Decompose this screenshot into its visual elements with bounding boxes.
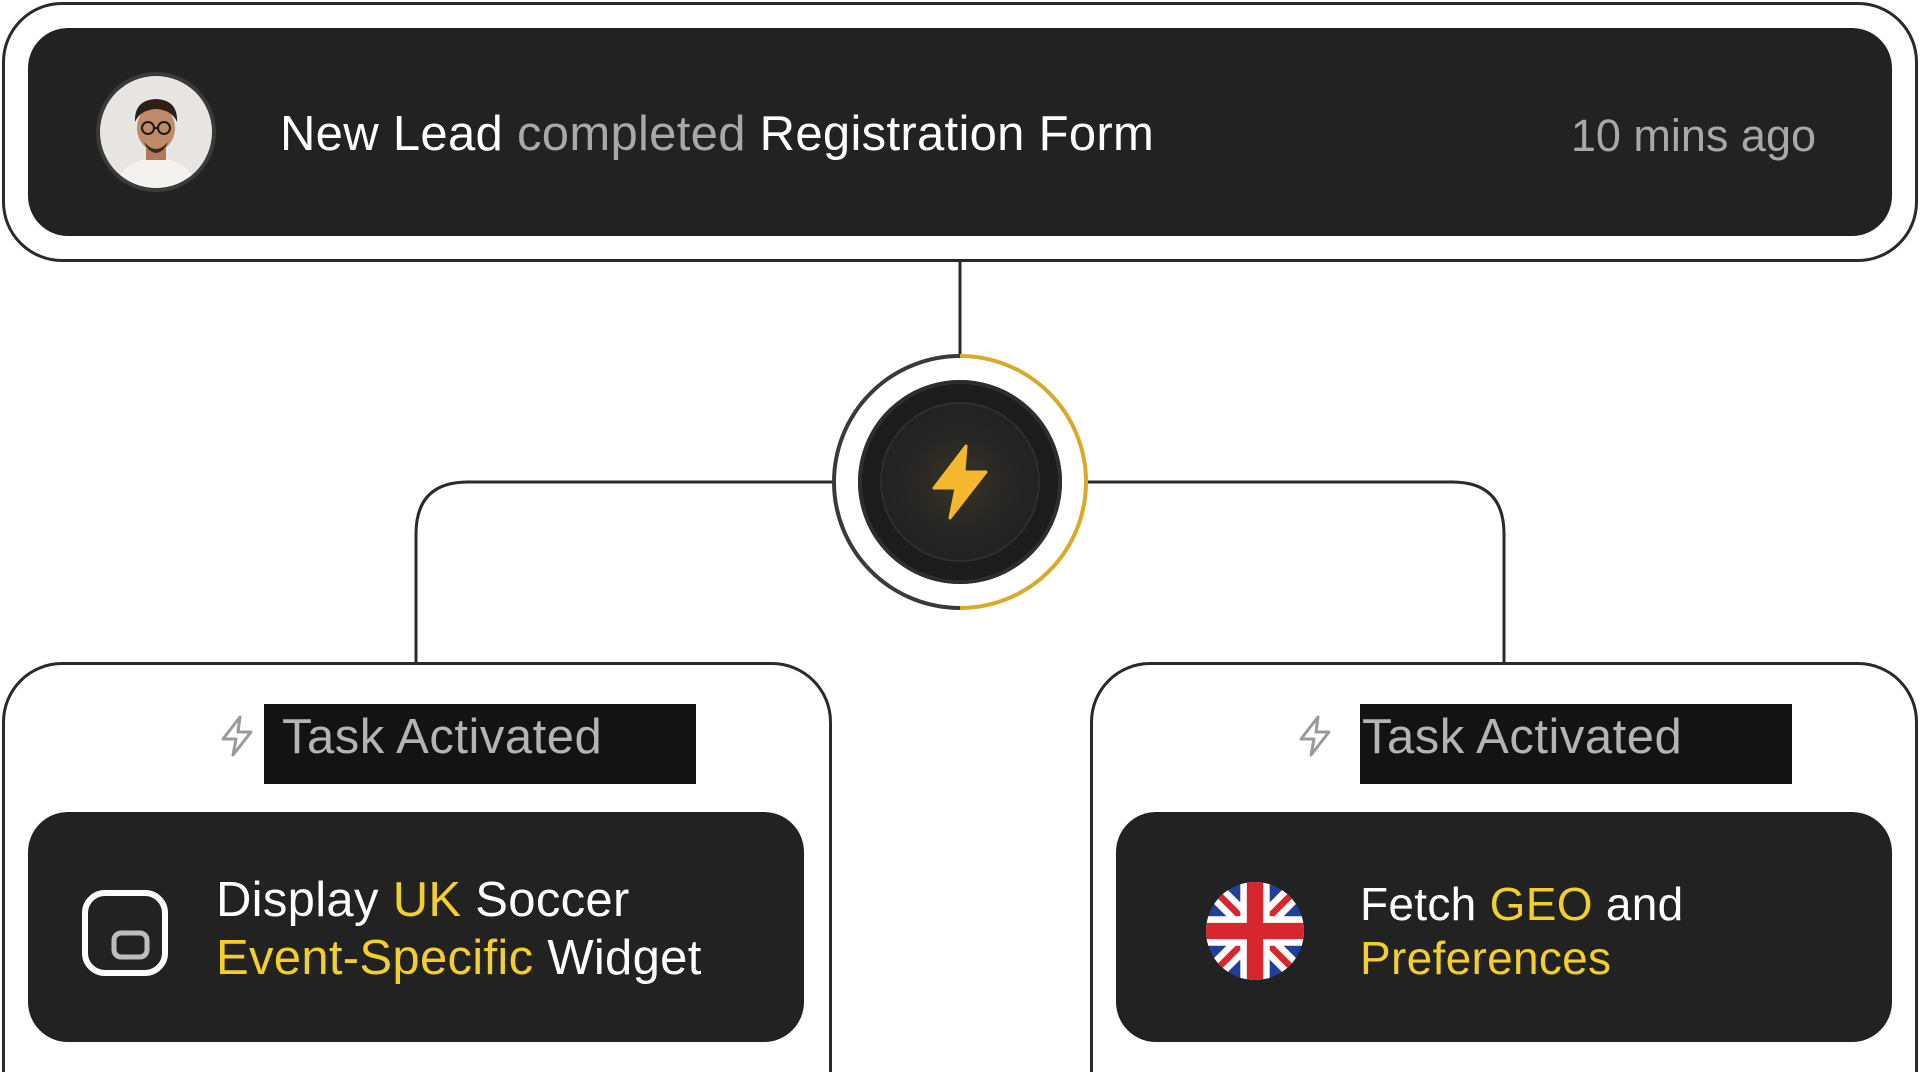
task-title-highlight: GEO — [1489, 878, 1593, 930]
connector-hub-to-left-task — [414, 480, 836, 662]
task-status-label: Task Activated — [282, 710, 603, 764]
task-title-highlight: UK — [392, 873, 462, 927]
trigger-headline: New Lead completed Registration Form — [280, 104, 1154, 164]
hub-inner-circle — [882, 404, 1038, 560]
task-title-highlight: Event-Specific — [216, 931, 534, 985]
trigger-panel[interactable] — [28, 28, 1892, 236]
uk-flag-icon — [1206, 882, 1304, 980]
widget-icon — [82, 890, 168, 976]
trigger-verb: completed — [516, 107, 746, 161]
avatar — [100, 76, 212, 188]
lightning-outline-icon — [221, 715, 253, 757]
lightning-outline-icon — [1299, 715, 1331, 757]
task-title-word: and — [1605, 878, 1684, 930]
task-title-line-1: Fetch GEO and — [1360, 874, 1684, 934]
trigger-timestamp: 10 mins ago — [1570, 110, 1816, 161]
hub-node[interactable] — [858, 380, 1062, 584]
task-title-line-2: Event-Specific Widget — [216, 928, 702, 988]
task-title-word: Display — [216, 873, 379, 927]
task-status-badge — [264, 704, 696, 784]
task-panel-left[interactable] — [28, 812, 804, 1042]
task-status-label: Task Activated — [1362, 710, 1683, 764]
task-title-highlight: Preferences — [1360, 932, 1612, 984]
hub-progress-ring — [832, 354, 1088, 610]
lightning-bolt-icon — [932, 444, 988, 520]
task-title-line-1: Display UK Soccer — [216, 870, 630, 930]
task-title-line-2: Preferences — [1360, 928, 1611, 988]
trigger-object: Registration Form — [759, 107, 1155, 161]
task-title-word: Widget — [547, 931, 702, 985]
task-title-word: Soccer — [475, 873, 630, 927]
connector-hub-to-right-task — [1084, 480, 1506, 662]
trigger-subject: New Lead — [280, 107, 504, 161]
task-status-badge — [1360, 704, 1792, 784]
task-title-word: Fetch — [1360, 878, 1477, 930]
user-avatar — [100, 76, 212, 188]
